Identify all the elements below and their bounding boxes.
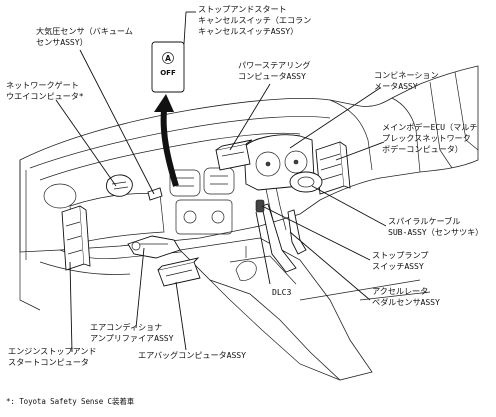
label-dlc3-line-1: DLC3: [272, 287, 292, 297]
leader-lines: [55, 11, 387, 353]
label-engine-stop-start-computer-line-1: エンジンストップアンド: [8, 346, 97, 356]
ac-amplifier-part: [127, 235, 181, 259]
label-baro-sensor: 大気圧センサ（バキュームセンサASSY）: [36, 26, 133, 48]
switch-icon-text: OFF: [160, 69, 176, 77]
stop-lamp-switch-part: [255, 199, 265, 213]
label-ac-amplifier: エアコンディショナアンプリファイアASSY: [90, 322, 174, 344]
label-spiral-cable-line-2: SUB-ASSY（センサツキ）: [388, 227, 484, 237]
label-power-steering-computer-line-1: パワーステアリング: [238, 60, 311, 70]
label-stop-lamp-switch-line-1: ストップランプ: [372, 250, 429, 260]
label-network-gateway-line-2: ウエイコンピュータ*: [6, 91, 84, 101]
label-ac-amplifier-line-2: アンプリファイアASSY: [90, 333, 174, 343]
switch-icon-symbol: A: [165, 54, 171, 63]
label-accel-pedal-sensor-line-1: アクセルレータ: [372, 286, 429, 296]
label-power-steering-computer-line-2: コンピュータASSY: [238, 71, 306, 81]
main-body-ecu-part: [315, 141, 351, 195]
location-arrow: [154, 94, 179, 187]
label-main-body-ecu: メインボデーECU（マルチプレックスネットワークボデーコンピュータ）: [382, 122, 477, 155]
label-spiral-cable-line-1: スパイラルケーブル: [388, 216, 461, 226]
label-engine-stop-start-computer: エンジンストップアンドスタートコンピュータ: [8, 346, 97, 368]
baro-sensor-part: [147, 187, 163, 201]
label-accel-pedal-sensor-line-2: ペダルセンサASSY: [372, 297, 440, 307]
label-stop-start-cancel-switch-line-1: ストップアンドスタート: [198, 4, 287, 14]
label-main-body-ecu-line-1: メインボデーECU（マルチ: [382, 122, 478, 132]
label-dlc3: DLC3: [272, 287, 291, 298]
label-ac-amplifier-line-1: エアコンディショナ: [90, 322, 163, 332]
stop-start-switch-icon: A OFF: [151, 41, 185, 93]
label-stop-lamp-switch-line-2: スイッチASSY: [372, 261, 424, 271]
label-stop-lamp-switch: ストップランプスイッチASSY: [372, 250, 428, 272]
label-power-steering-computer: パワーステアリングコンピュータASSY: [238, 60, 310, 82]
label-combination-meter: コンビネーションメータASSY: [374, 70, 439, 92]
network-gateway-part: [105, 174, 133, 197]
label-network-gateway: ネットワークゲートウエイコンピュータ*: [6, 80, 84, 102]
airbag-computer-part: [157, 257, 201, 287]
label-airbag-computer: エアバッグコンピュータASSY: [138, 350, 246, 361]
label-stop-start-cancel-switch: ストップアンドスタートキャンセルスイッチ（エコランキャンセルスイッチASSY）: [198, 4, 311, 37]
label-combination-meter-line-1: コンビネーション: [374, 70, 439, 80]
label-baro-sensor-line-2: センサASSY）: [36, 37, 88, 47]
label-stop-start-cancel-switch-line-2: キャンセルスイッチ（エコラン: [198, 15, 312, 25]
label-baro-sensor-line-1: 大気圧センサ（バキューム: [36, 26, 133, 36]
label-main-body-ecu-line-3: ボデーコンピュータ）: [382, 144, 463, 154]
engine-stop-start-computer-part: [61, 205, 91, 271]
label-main-body-ecu-line-2: プレックスネットワーク: [382, 133, 471, 143]
label-stop-start-cancel-switch-line-3: キャンセルスイッチASSY）: [198, 26, 299, 36]
label-network-gateway-line-1: ネットワークゲート: [6, 80, 79, 90]
label-combination-meter-line-2: メータASSY: [374, 81, 418, 91]
label-accel-pedal-sensor: アクセルレータペダルセンサASSY: [372, 286, 440, 308]
power-steering-computer-part: [215, 139, 253, 171]
label-engine-stop-start-computer-line-2: スタートコンピュータ: [8, 357, 89, 367]
footnote: *: Toyota Safety Sense C装着車: [6, 397, 135, 406]
label-airbag-computer-line-1: エアバッグコンピュータASSY: [138, 350, 246, 360]
